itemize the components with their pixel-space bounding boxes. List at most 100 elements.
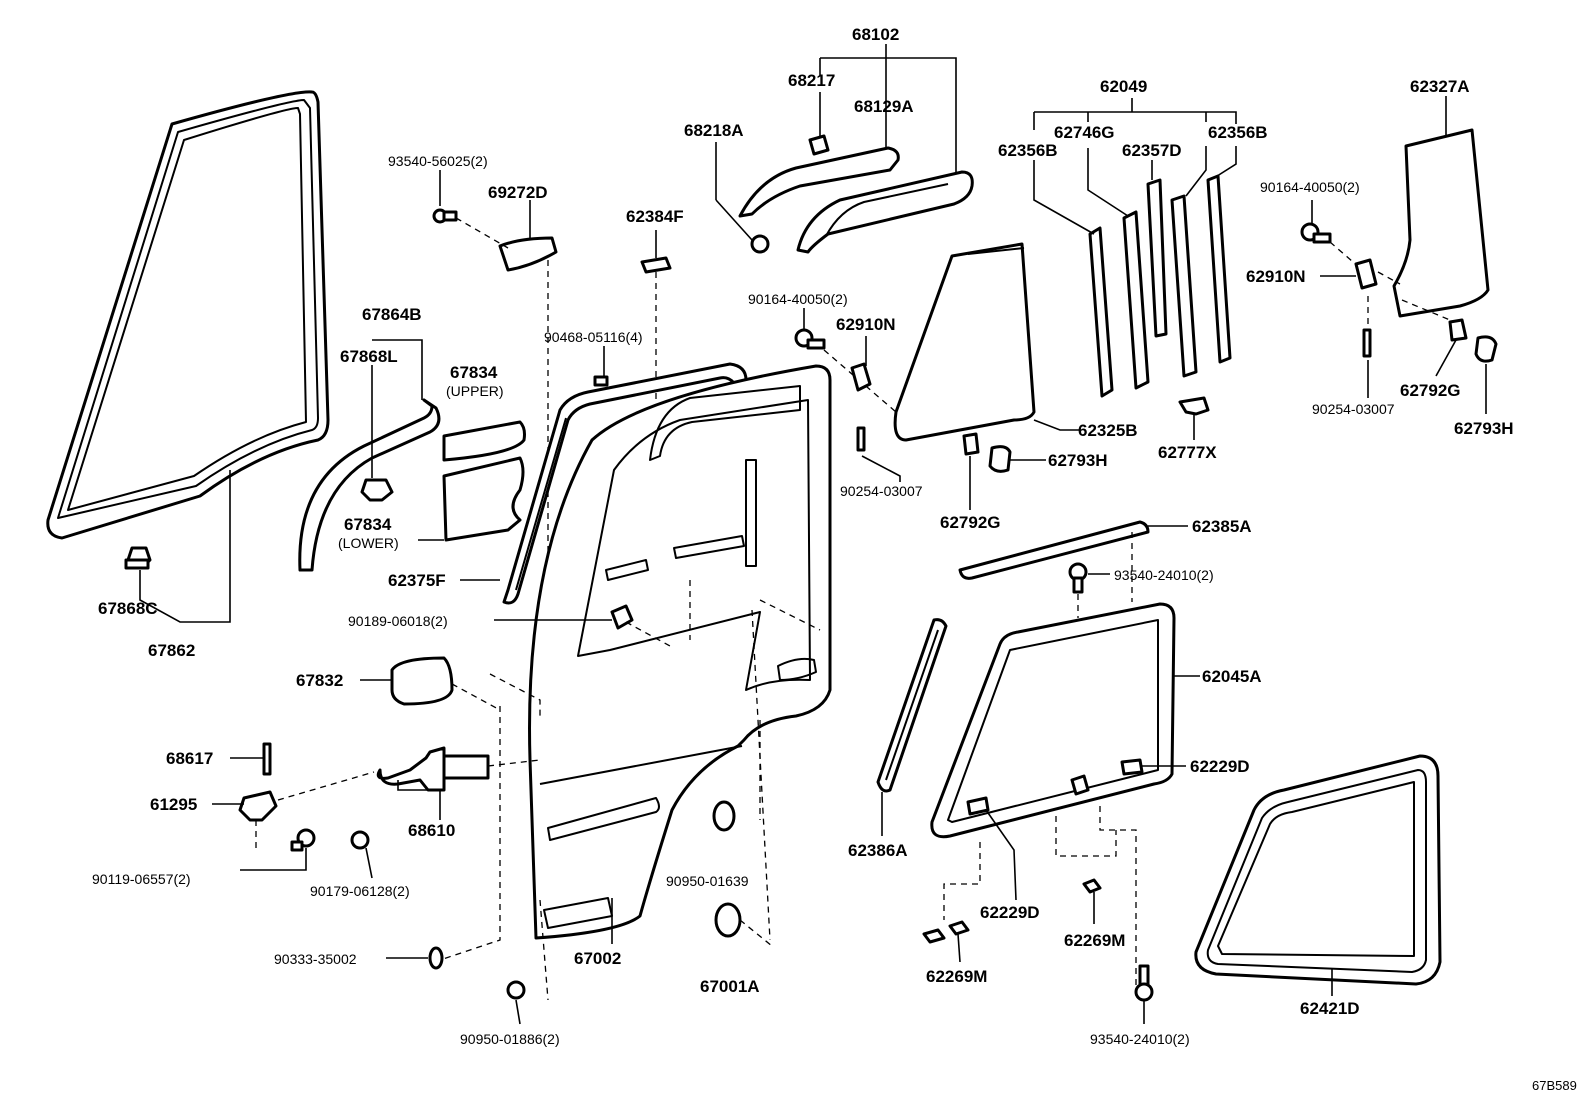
label-67001A: 67001A [700, 977, 760, 996]
bracket-62777X [1178, 396, 1210, 416]
label-93540-56025: 93540-56025(2) [388, 153, 488, 169]
weatherstrip-62375F [502, 362, 748, 605]
clip-90468-05116 [593, 375, 609, 387]
label-90189-06018: 90189-06018(2) [348, 613, 448, 629]
clip-62792G-mid [962, 432, 980, 456]
weatherstrip-67862 [46, 90, 330, 540]
nut-90950-01886 [506, 980, 526, 1000]
label-67862: 67862 [148, 641, 195, 660]
label-62746G: 62746G [1054, 123, 1115, 142]
label-62910N-right: 62910N [1246, 267, 1306, 286]
label-90468-05116: 90468-05116(4) [544, 329, 643, 345]
label-62269M-left: 62269M [926, 967, 987, 986]
label-62385A: 62385A [1192, 517, 1252, 536]
bolt-90164-40050-right [1300, 222, 1332, 244]
label-62357D: 62357D [1122, 141, 1182, 160]
label-93540-24010-bottom: 93540-24010(2) [1090, 1031, 1190, 1047]
pin-90254-03007-mid [856, 426, 866, 452]
bracket-62910N-mid [850, 362, 872, 392]
label-68617: 68617 [166, 749, 213, 768]
panel-67834-upper [442, 420, 526, 462]
hose-67864B [298, 398, 441, 572]
bolt-93540-24010-top [1068, 562, 1088, 594]
label-62792G-mid: 62792G [940, 513, 1001, 532]
label-62045A: 62045A [1202, 667, 1262, 686]
label-upper-note: (UPPER) [446, 383, 504, 399]
label-62793H-right: 62793H [1454, 419, 1514, 438]
label-90950-01886: 90950-01886(2) [460, 1031, 560, 1047]
label-62049: 62049 [1100, 77, 1147, 96]
strip-62386A [876, 618, 948, 793]
clip-68217 [808, 134, 830, 156]
label-90164-40050-mid: 90164-40050(2) [748, 291, 848, 307]
pin-68617 [262, 742, 272, 776]
label-67834-upper: 67834 [450, 363, 498, 382]
label-69272D: 69272D [488, 183, 548, 202]
bracket-62229-center [1070, 774, 1090, 796]
bracket-62910N-right [1354, 258, 1378, 290]
label-90164-40050-right: 90164-40050(2) [1260, 179, 1360, 195]
label-62325B: 62325B [1078, 421, 1138, 440]
label-62384F: 62384F [626, 207, 684, 226]
pad-62269M-left-b [948, 920, 970, 936]
ring-90333-35002 [428, 946, 444, 970]
bolt-93540-24010-bottom [1134, 964, 1154, 1002]
label-62386A: 62386A [848, 841, 908, 860]
label-62375F: 62375F [388, 571, 446, 590]
label-68218A: 68218A [684, 121, 744, 140]
label-68102: 68102 [852, 25, 899, 44]
pad-67832 [390, 656, 454, 706]
nut-68218A [750, 234, 770, 254]
label-67832: 67832 [296, 671, 343, 690]
label-62793H-mid: 62793H [1048, 451, 1108, 470]
bolt-93540-56025 [432, 208, 458, 224]
label-90179-06128: 90179-06128(2) [310, 883, 410, 899]
trim-62327A [1392, 128, 1490, 318]
diagram-code: 67B589 [1532, 1078, 1577, 1093]
label-90333-35002: 90333-35002 [274, 951, 357, 967]
label-62421D: 62421D [1300, 999, 1360, 1018]
label-62356B-left: 62356B [998, 141, 1058, 160]
label-62269M-mid: 62269M [1064, 931, 1125, 950]
clip-67868C [124, 546, 152, 570]
garnish-68129A [738, 146, 900, 218]
label-67834-lower: 67834 [344, 515, 392, 534]
label-67864B: 67864B [362, 305, 422, 324]
pad-62269M-mid [1082, 878, 1102, 894]
label-lower-note: (LOWER) [338, 535, 399, 551]
label-67002: 67002 [574, 949, 621, 968]
channel-62356B-right [1206, 174, 1232, 364]
door-panel-67002 [528, 364, 832, 940]
bolt-90119-06557 [290, 828, 316, 852]
label-93540-24010-top: 93540-24010(2) [1114, 567, 1214, 583]
label-61295: 61295 [150, 795, 197, 814]
label-90254-03007-right: 90254-03007 [1312, 401, 1395, 417]
label-62229D-bottom: 62229D [980, 903, 1040, 922]
clip-62793H-right [1474, 335, 1498, 363]
pin-90254-03007-right [1362, 328, 1372, 358]
glass-62325B [893, 242, 1036, 442]
cover-67001A [714, 902, 742, 938]
channel-62356B-center [1170, 194, 1198, 378]
label-68129A: 68129A [854, 97, 914, 116]
label-67868C: 67868C [98, 599, 158, 618]
label-62356B-right: 62356B [1208, 123, 1268, 142]
label-90119-06557: 90119-06557(2) [92, 871, 191, 887]
block-62384F [640, 256, 672, 274]
channel-62229D-bottom [966, 796, 990, 816]
label-90254-03007-mid: 90254-03007 [840, 483, 923, 499]
label-68610: 68610 [408, 821, 455, 840]
label-67868L: 67868L [340, 347, 398, 366]
channel-62357D [1146, 178, 1168, 338]
channel-62229D-right [1120, 758, 1144, 776]
bolt-90164-40050-mid [794, 328, 826, 350]
label-62910N-mid: 62910N [836, 315, 896, 334]
clip-67868L [360, 478, 394, 502]
grommet-90950-01639 [712, 800, 736, 832]
label-62777X: 62777X [1158, 443, 1217, 462]
channel-62746G [1122, 210, 1150, 390]
label-68217: 68217 [788, 71, 835, 90]
channel-62356B-left [1088, 226, 1114, 398]
label-62792G-right: 62792G [1400, 381, 1461, 400]
